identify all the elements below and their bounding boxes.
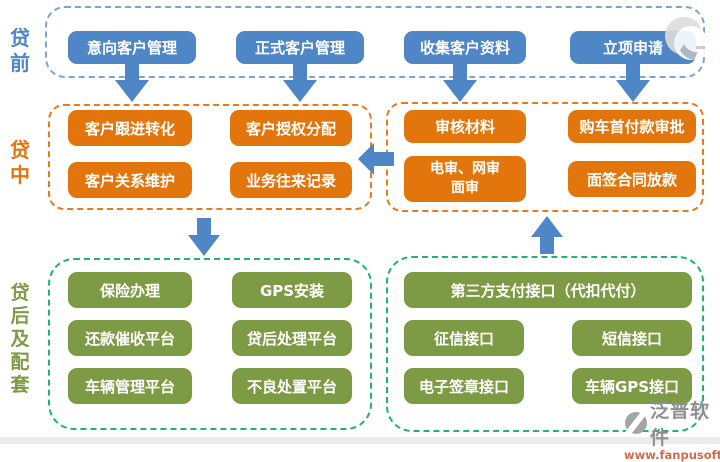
post-loan-label: 贷后及配套 [10,282,30,396]
node-customer-followup-conversion: 客户跟进转化 [68,110,192,146]
node-gps-installation: GPS安装 [232,272,352,308]
post-loan-right-zone [386,256,704,432]
node-vehicle-gps-interface: 车辆GPS接口 [572,368,692,404]
node-customer-relationship-maintenance: 客户关系维护 [68,162,192,198]
node-third-party-payment-interface: 第三方支付接口（代扣代付） [404,272,692,308]
in-loan-label: 贷中 [10,138,30,187]
node-formal-customer-management: 正式客户管理 [236,31,364,64]
node-repayment-collection-platform: 还款催收平台 [68,320,192,356]
corner-logo-watermark-icon [665,17,708,60]
page-bottom-strip [0,437,720,444]
node-vehicle-management-platform: 车辆管理平台 [68,368,192,404]
node-down-payment-approval: 购车首付款审批 [568,110,696,143]
arrow-down-icon [283,62,317,102]
node-intent-customer-management: 意向客户管理 [68,31,196,64]
loan-process-diagram: 贷前 贷中 贷后及配套 意向客户管理 正式客户管理 收集客户资料 立项申请 客户… [0,6,720,462]
node-credit-check-interface: 征信接口 [404,320,524,356]
pre-loan-label: 贷前 [10,26,30,75]
watermark-brand: 泛普软件 [650,400,711,449]
node-business-transaction-records: 业务往来记录 [230,162,352,198]
node-phone-online-inperson-review: 电审、网审 面审 [404,156,526,202]
post-loan-left-zone [48,258,372,430]
arrow-left-icon [358,143,394,175]
node-bad-asset-disposal-platform: 不良处置平台 [232,368,352,404]
arrow-down-icon [443,62,477,102]
node-customer-authorization-allocation: 客户授权分配 [230,110,352,146]
watermark-url: www.fanpusoft.com [624,448,720,462]
node-contract-signing-disbursement: 面签合同放款 [568,161,696,197]
node-sms-interface: 短信接口 [572,320,692,356]
watermark: 泛普软件 www.fanpusoft.com [624,396,720,462]
fanpu-logo-icon [624,411,648,435]
arrow-down-icon [188,218,220,256]
node-insurance-processing: 保险办理 [68,272,192,308]
node-collect-customer-info: 收集客户资料 [404,31,526,64]
node-esignature-interface: 电子签章接口 [404,368,524,404]
arrow-up-icon [531,216,563,254]
node-review-materials: 审核材料 [404,110,526,143]
arrow-down-icon [616,62,650,102]
arrow-down-icon [115,62,149,102]
node-post-loan-processing-platform: 贷后处理平台 [232,320,352,356]
